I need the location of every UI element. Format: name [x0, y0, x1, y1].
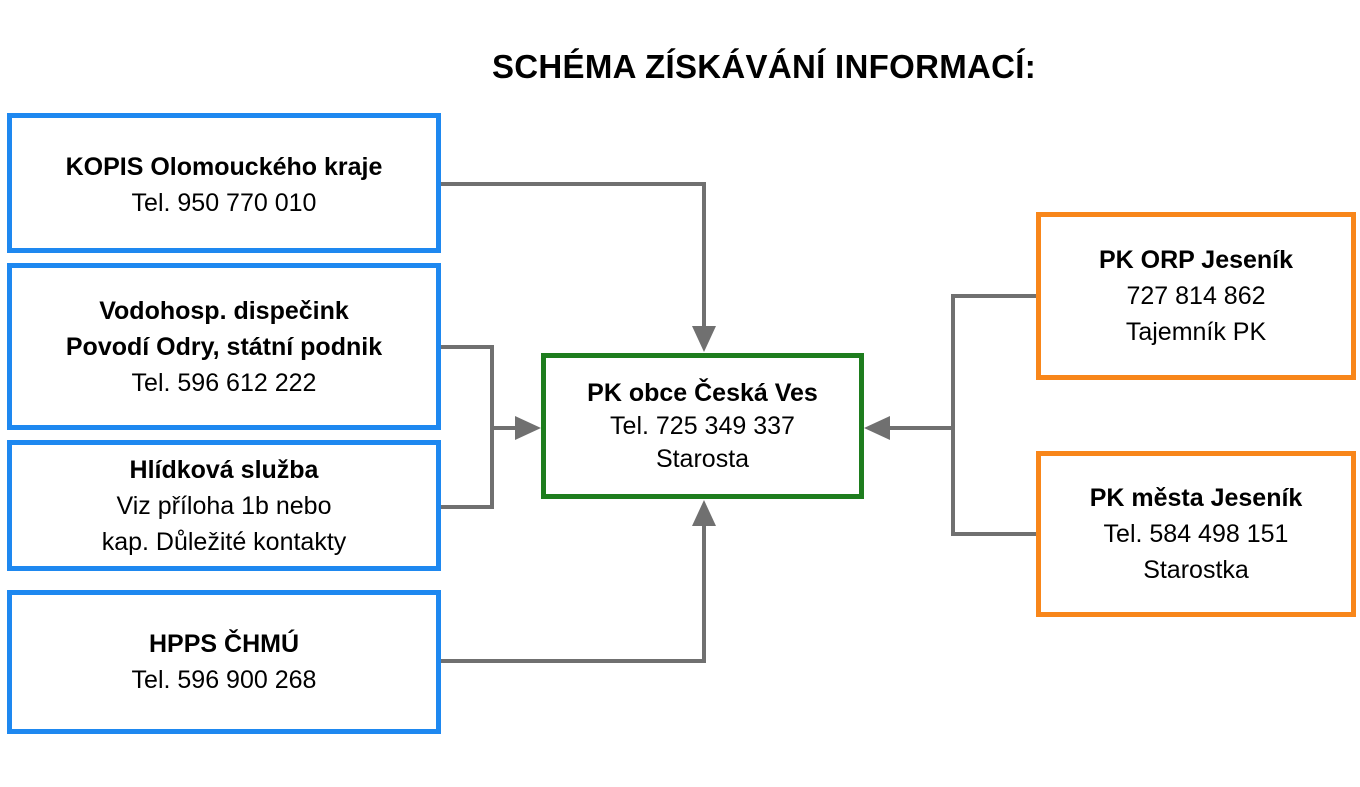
source-name-line2: Povodí Odry, státní podnik [65, 332, 383, 361]
source-phone: Tel. 596 900 268 [131, 666, 317, 694]
arrowhead-left-icon [864, 416, 890, 440]
right-box-pk-orp: PK ORP Jeseník 727 814 862 Tajemník PK [1036, 212, 1356, 380]
right-name: PK města Jeseník [1089, 484, 1303, 512]
arrowhead-up-icon [692, 500, 716, 526]
source-phone: Tel. 596 612 222 [131, 368, 317, 397]
source-box-hpps: HPPS ČHMÚ Tel. 596 900 268 [7, 590, 441, 734]
source-box-hlidkova: Hlídková služba Viz příloha 1b nebo kap.… [7, 440, 441, 571]
right-box-pk-mesta: PK města Jeseník Tel. 584 498 151 Staros… [1036, 451, 1356, 617]
center-role: Starosta [655, 444, 750, 473]
right-name: PK ORP Jeseník [1098, 246, 1294, 274]
source-name: Vodohosp. dispečink [99, 296, 349, 325]
source-name: KOPIS Olomouckého kraje [65, 153, 383, 181]
diagram-title: SCHÉMA ZÍSKÁVÁNÍ INFORMACÍ: [491, 48, 1037, 85]
arrowhead-down-icon [692, 326, 716, 352]
source-note-line1: Viz příloha 1b nebo [116, 491, 332, 520]
arrowhead-right-icon [515, 416, 541, 440]
connector-hpps [440, 522, 706, 663]
right-phone: 727 814 862 [1126, 282, 1266, 310]
center-phone: Tel. 725 349 337 [610, 411, 795, 440]
source-box-kopis: KOPIS Olomouckého kraje Tel. 950 770 010 [7, 113, 441, 253]
connector-vodohosp [440, 345, 494, 509]
source-note-line2: kap. Důležité kontakty [101, 527, 347, 556]
connector-right [951, 294, 1037, 536]
source-box-vodohosp: Vodohosp. dispečink Povodí Odry, státní … [7, 263, 441, 430]
connector-kopis [440, 182, 706, 330]
source-name: Hlídková služba [129, 455, 319, 484]
right-role: Tajemník PK [1125, 318, 1267, 346]
source-name: HPPS ČHMÚ [148, 630, 299, 658]
right-phone: Tel. 584 498 151 [1103, 520, 1289, 548]
center-name: PK obce Česká Ves [587, 378, 818, 407]
center-box-pk-obce: PK obce Česká Ves Tel. 725 349 337 Staro… [541, 353, 864, 499]
source-phone: Tel. 950 770 010 [131, 189, 317, 217]
right-role: Starostka [1143, 556, 1249, 584]
